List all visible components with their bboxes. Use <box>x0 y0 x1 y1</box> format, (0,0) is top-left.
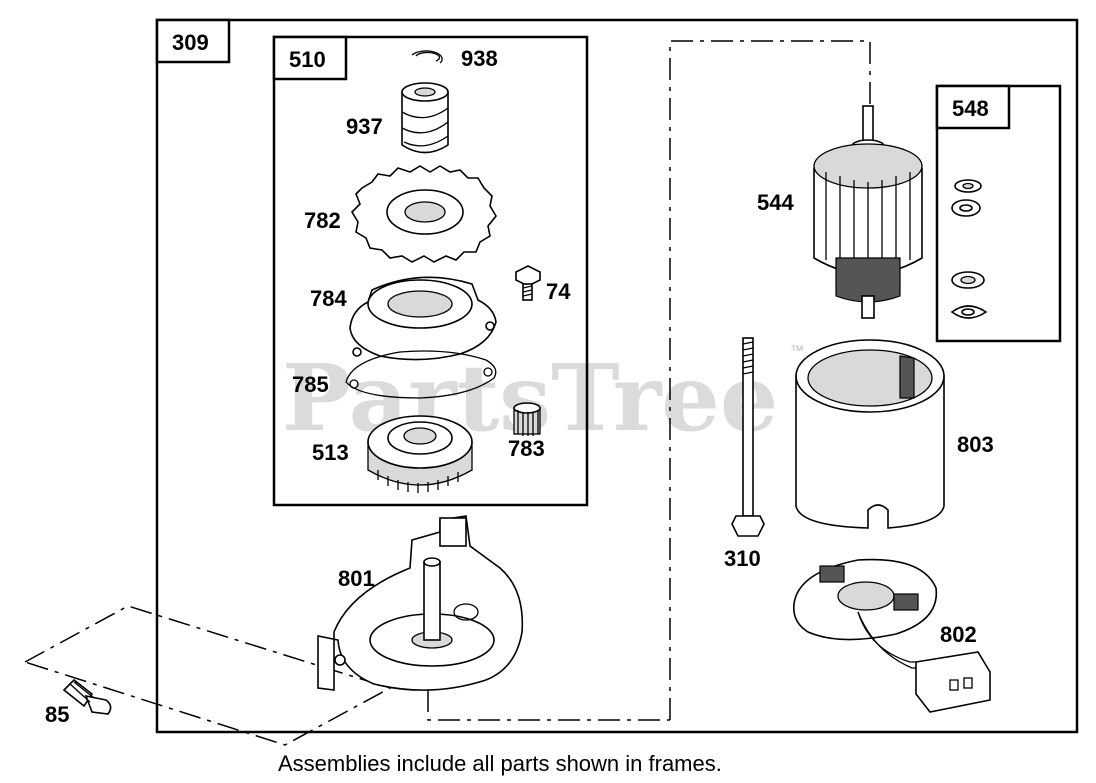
assembly-tag-510[interactable] <box>272 35 348 81</box>
watermark-tm: ™ <box>790 342 804 358</box>
housing-connector-line <box>427 690 670 721</box>
footnote: Assemblies include all parts shown in fr… <box>278 751 722 776</box>
callout-784: 784 <box>310 286 347 311</box>
pinion-gear-783[interactable] <box>513 402 541 436</box>
assembly-tag-548[interactable] <box>935 84 1011 130</box>
callout-513: 513 <box>312 440 349 465</box>
assembly-label-309: 309 <box>172 30 209 55</box>
retaining-ring-938[interactable] <box>411 50 443 64</box>
assembly-frame-510 <box>272 35 589 507</box>
callout-783: 783 <box>508 436 545 461</box>
bolt-85[interactable] <box>62 678 112 715</box>
assembly-tag-309[interactable] <box>155 18 231 64</box>
callout-803: 803 <box>957 432 994 457</box>
assembly-label-510: 510 <box>289 47 326 72</box>
drive-nut-937[interactable] <box>401 82 449 154</box>
callout-85: 85 <box>45 702 69 727</box>
assembly-label-548: 548 <box>952 96 989 121</box>
screw-74[interactable] <box>515 265 541 301</box>
armature-544[interactable] <box>813 105 923 319</box>
bolt-plane-outline <box>23 605 392 746</box>
callout-937: 937 <box>346 114 383 139</box>
washer-set-548[interactable] <box>950 179 988 319</box>
gear-782[interactable] <box>350 165 497 263</box>
gasket-785[interactable] <box>345 350 497 399</box>
callout-544: 544 <box>757 190 794 215</box>
motor-housing-803[interactable] <box>795 339 945 529</box>
drive-housing-801[interactable] <box>317 515 524 691</box>
ring-gear-513[interactable] <box>367 415 473 493</box>
gear-cover-784[interactable] <box>349 276 497 361</box>
callout-938: 938 <box>461 46 498 71</box>
through-bolt-310[interactable] <box>731 337 765 537</box>
assembly-frame-309 <box>155 18 1079 734</box>
assembly-connector-line <box>669 40 871 720</box>
callout-785: 785 <box>292 372 329 397</box>
callout-310: 310 <box>724 546 761 571</box>
callout-801: 801 <box>338 566 375 591</box>
callout-802: 802 <box>940 622 977 647</box>
brush-plate-802[interactable] <box>792 558 991 713</box>
callout-74: 74 <box>546 279 571 304</box>
callout-782: 782 <box>304 208 341 233</box>
